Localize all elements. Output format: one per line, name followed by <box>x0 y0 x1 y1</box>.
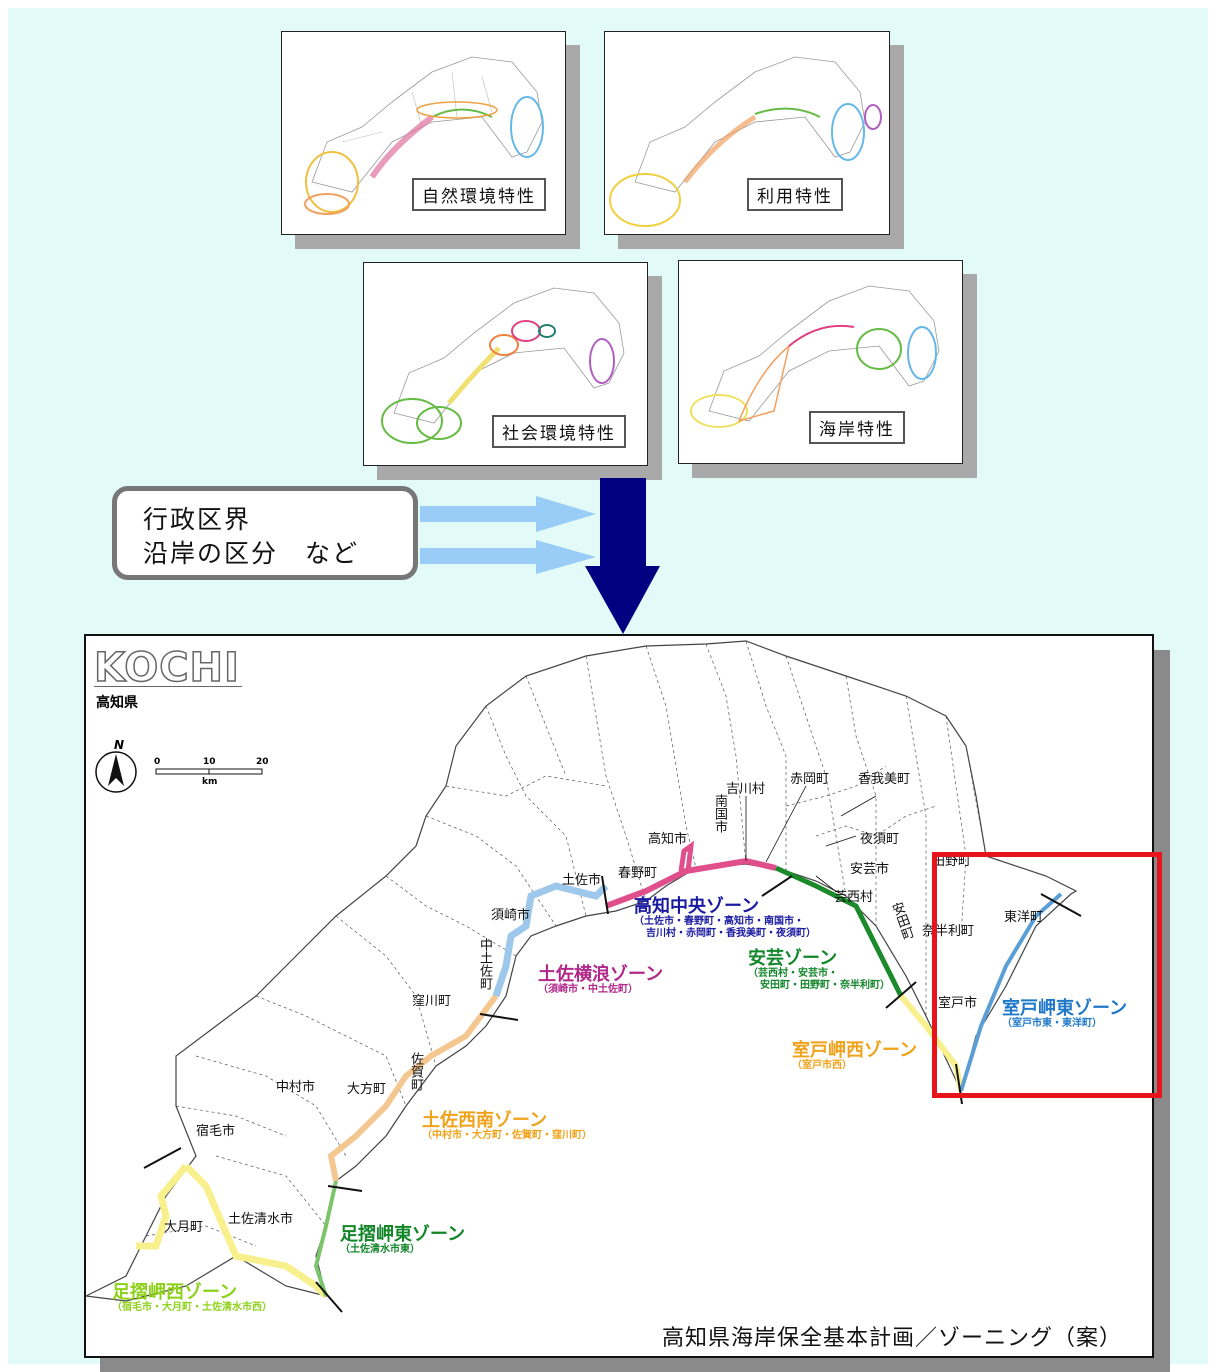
place-label: 室戸市 <box>938 996 978 1011</box>
scale-unit: km <box>202 777 218 787</box>
place-label: 夜須町 <box>860 832 900 847</box>
zone-sub: 安田町・田野町・奈半利町） <box>760 980 890 991</box>
zone-name: 安芸ゾーン <box>748 948 838 969</box>
highlight-box <box>932 852 1162 1098</box>
thumbnail-label: 社会環境特性 <box>492 415 626 448</box>
place-label: 中村市 <box>276 1080 316 1095</box>
thumbnail-label: 利用特性 <box>747 178 843 211</box>
place-label: 大月町 <box>164 1220 204 1235</box>
zone-tosa-yokonami[interactable]: 土佐横浪ゾーン （須崎市・中土佐町） <box>538 966 663 996</box>
place-label: 土佐市 <box>562 873 602 888</box>
coast-tosa-yokonami <box>492 882 609 998</box>
scale-tick-10: 10 <box>203 757 216 767</box>
thumbnail-coast[interactable]: 海岸特性 <box>678 260 963 464</box>
place-label: 赤岡町 <box>790 772 830 787</box>
place-label: 宿毛市 <box>196 1124 236 1139</box>
place-label: 安芸市 <box>850 862 890 877</box>
main-zoning-map: KOCHI 高知県 N 0 10 20 km 高知市 春野町 土佐市 須崎市 中… <box>84 634 1154 1358</box>
zone-muroto-east[interactable]: 室戸岬東ゾーン （室戸市東・東洋町） <box>1002 1000 1127 1030</box>
light-arrow-1 <box>420 496 596 532</box>
zone-name: 足摺岬西ゾーン <box>112 1282 238 1303</box>
map-canvas <box>86 640 1082 1313</box>
zone-tosa-seinan[interactable]: 土佐西南ゾーン （中村市・大方町・佐賀町・窪川町） <box>422 1112 592 1142</box>
coast-tosa-seinan <box>327 994 499 1182</box>
north-label: N <box>114 738 125 752</box>
zone-sub: （室戸市西） <box>792 1060 852 1071</box>
zone-name: 足摺岬東ゾーン <box>340 1224 466 1245</box>
thumbnail-map <box>690 285 940 428</box>
place-label: 佐賀町 <box>408 1052 423 1091</box>
coast-ashizuri-east <box>313 1180 338 1297</box>
admin-boundary-box: 行政区界 沿岸の区分 など <box>112 486 418 580</box>
zone-sub: （須崎市・中土佐町） <box>538 984 638 995</box>
zone-sub: （宿毛市・大月町・土佐清水市西） <box>112 1302 272 1313</box>
thumbnail-social-env[interactable]: 社会環境特性 <box>363 262 648 466</box>
zone-sub: 吉川村・赤岡町・香我美町・夜須町） <box>646 928 816 939</box>
zone-aki[interactable]: 安芸ゾーン （芸西村・安芸市・ 安田町・田野町・奈半利町） <box>748 950 890 992</box>
scale-bar <box>155 768 263 775</box>
place-label: 東洋町 <box>1004 910 1044 925</box>
place-label: 芸西村 <box>834 890 874 905</box>
map-caption: 高知県海岸保全基本計画／ゾーニング（案） <box>661 1326 1122 1351</box>
zone-name: 室戸岬西ゾーン <box>792 1040 918 1061</box>
thumbnail-map <box>609 56 882 227</box>
scale-tick-0: 0 <box>154 757 161 767</box>
place-label: 窪川町 <box>412 994 452 1009</box>
place-label: 田野町 <box>932 854 972 869</box>
zone-name: 室戸岬東ゾーン <box>1002 998 1128 1019</box>
zone-sub: （室戸市東・東洋町） <box>1002 1018 1102 1029</box>
flow-arrows <box>420 478 660 634</box>
place-label: 須崎市 <box>491 908 531 923</box>
thumbnail-usage[interactable]: 利用特性 <box>604 31 890 235</box>
place-label: 南国市 <box>712 794 727 833</box>
thumbnail-label: 自然環境特性 <box>412 178 546 211</box>
north-arrow <box>95 751 137 793</box>
zone-kochi-central[interactable]: 高知中央ゾーン （土佐市・春野町・高知市・南国市・ 吉川村・赤岡町・香我美町・夜… <box>634 898 816 940</box>
place-label: 高知市 <box>648 832 688 847</box>
zone-sub: （土佐市・春野町・高知市・南国市・ <box>634 916 804 927</box>
place-label: 吉川村 <box>726 782 766 797</box>
coast-ashizuri-west <box>136 1163 189 1250</box>
place-label: 土佐清水市 <box>228 1212 294 1227</box>
zone-name: 高知中央ゾーン <box>634 896 760 917</box>
logo-underline <box>94 686 242 687</box>
zone-ashizuri-east[interactable]: 足摺岬東ゾーン （土佐清水市東） <box>340 1226 465 1256</box>
zone-sub: （土佐清水市東） <box>340 1244 420 1255</box>
zone-ashizuri-west[interactable]: 足摺岬西ゾーン （宿毛市・大月町・土佐清水市西） <box>112 1284 272 1314</box>
thumbnail-natural-env[interactable]: 自然環境特性 <box>281 31 566 235</box>
light-arrow-2 <box>420 540 596 574</box>
zone-muroto-west[interactable]: 室戸岬西ゾーン （室戸市西） <box>792 1042 917 1072</box>
admin-line-1: 行政区界 <box>143 505 252 534</box>
thumbnail-map <box>381 287 625 444</box>
scale-tick-20: 20 <box>256 757 269 767</box>
zone-sub: （中村市・大方町・佐賀町・窪川町） <box>422 1130 592 1141</box>
thumbnail-label: 海岸特性 <box>809 411 905 444</box>
coast-kochi-central <box>604 857 777 909</box>
place-label: 香我美町 <box>858 772 911 787</box>
kochi-logo: KOCHI <box>93 645 240 691</box>
down-arrow <box>585 478 660 634</box>
place-label: 春野町 <box>618 866 658 881</box>
coast-muroto-east <box>959 892 1063 1092</box>
place-label: 中土佐町 <box>477 938 492 990</box>
admin-line-2: 沿岸の区分 など <box>143 539 360 568</box>
zone-name: 土佐西南ゾーン <box>422 1110 548 1131</box>
coast-aki <box>774 865 904 998</box>
zone-sub: （芸西村・安芸市・ <box>748 968 838 979</box>
place-label: 大方町 <box>347 1082 387 1097</box>
prefecture-name: 高知県 <box>96 695 138 711</box>
zone-name: 土佐横浪ゾーン <box>538 964 664 985</box>
thumbnail-map <box>304 56 544 215</box>
